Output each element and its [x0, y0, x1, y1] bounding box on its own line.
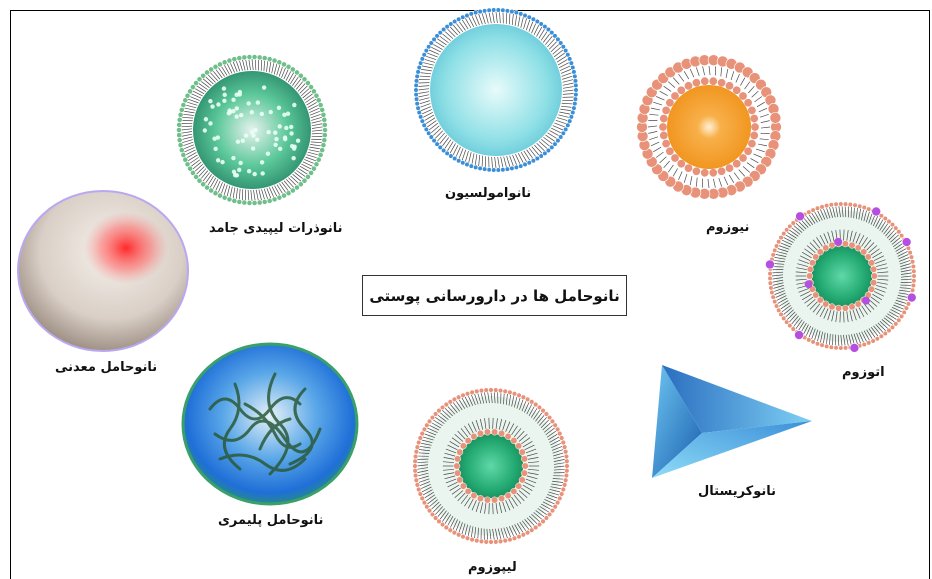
diagram-title: نانوحامل ها در دارورسانی پوستی	[362, 275, 627, 316]
liposome-icon	[403, 378, 579, 554]
label-nanoemulsion: نانوامولسیون	[445, 186, 531, 201]
nanoemulsion-icon	[404, 0, 588, 182]
ethosome-icon	[758, 192, 926, 360]
polymeric-carrier-icon	[180, 339, 360, 509]
label-ethosome: اتوزوم	[842, 365, 885, 380]
mineral-carrier-icon	[16, 188, 196, 358]
label-niosome: نیوزوم	[706, 220, 749, 235]
label-nanocrystal: نانوکریستال	[698, 484, 776, 499]
niosome-icon	[627, 45, 791, 209]
nanocrystal-icon	[647, 363, 817, 483]
label-solid-lipid: نانوذرات لیپیدی جامد	[209, 221, 343, 236]
label-liposome: لیپوزوم	[468, 560, 517, 575]
label-mineral: نانوحامل معدنی	[55, 360, 157, 375]
label-polymeric: نانوحامل پلیمری	[218, 513, 323, 528]
